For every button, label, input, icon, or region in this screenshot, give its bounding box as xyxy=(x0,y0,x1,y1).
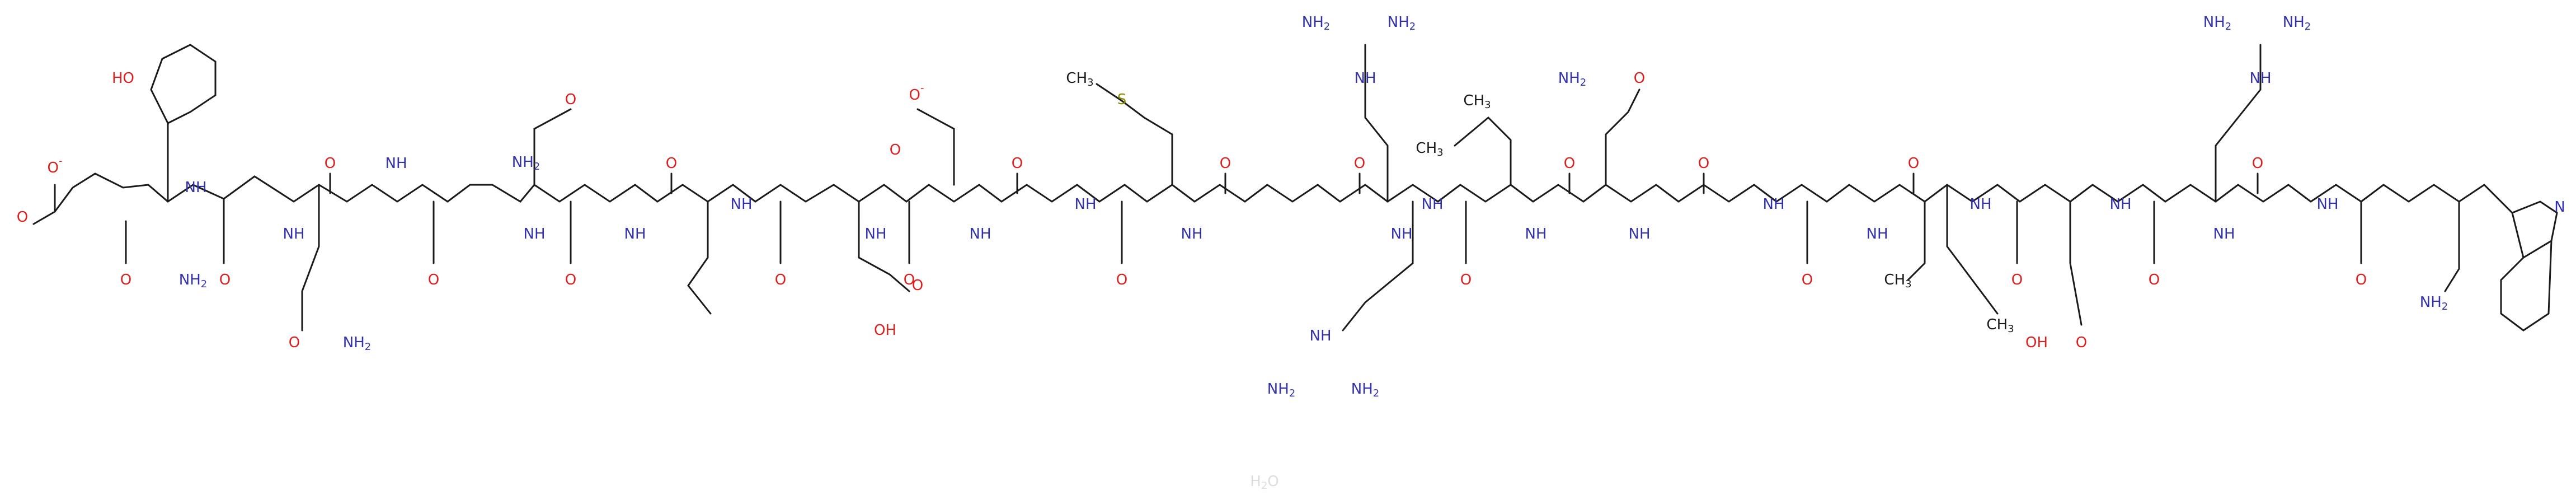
oxo-28: O xyxy=(2356,272,2367,288)
sidechain-bond xyxy=(150,44,217,203)
amine-5: NH xyxy=(386,155,407,172)
oxo-5: O xyxy=(289,334,300,351)
amine-21: NH xyxy=(1422,196,1444,213)
methyl-2: CH3 xyxy=(1416,140,1443,159)
amine-28: NH xyxy=(2110,196,2132,213)
amine-18: NH xyxy=(1310,328,1332,344)
oxo-24: O xyxy=(2011,272,2023,288)
hydroxyl-1: HO xyxy=(112,70,134,87)
hydroxyl-3: OH xyxy=(2025,334,2048,351)
sidechain-bond xyxy=(1364,44,1389,203)
methyl-4: CH3 xyxy=(1986,316,2014,335)
amine-29: NH2 xyxy=(2203,14,2231,33)
indole-ring-bond xyxy=(2500,240,2553,332)
amine-8: NH xyxy=(624,226,646,242)
oxo-26: O xyxy=(2149,272,2160,288)
sulfur-1: S xyxy=(1117,91,1127,108)
methyl-3: CH3 xyxy=(1884,272,1911,291)
sidechain-bond xyxy=(301,184,320,332)
amine-3: NH xyxy=(283,226,305,242)
oxo-21: O xyxy=(1698,155,1709,172)
amine-12: NH xyxy=(1075,196,1097,213)
methyl-1: CH3 xyxy=(1463,92,1491,111)
amine-30: NH2 xyxy=(2283,14,2311,33)
oxo-23: O xyxy=(1908,155,1919,172)
amine-22: NH xyxy=(1525,226,1547,242)
amine-27: NH xyxy=(1970,196,1992,213)
sidechain-bond xyxy=(2215,44,2262,203)
oxo-4: O xyxy=(325,155,336,172)
amine-24: NH xyxy=(1629,226,1651,242)
sidechain-bond xyxy=(1946,184,1999,315)
water: H2O xyxy=(1250,473,1278,492)
sidechain-bond xyxy=(1342,200,1414,332)
amine-6: NH xyxy=(524,226,546,242)
oxo-1: O xyxy=(17,209,28,226)
sidechain-bond xyxy=(687,200,712,315)
amine-19: NH2 xyxy=(1267,381,1295,400)
oxo-8: O xyxy=(565,272,576,288)
oxo-19: O xyxy=(1564,155,1575,172)
amine-15: NH2 xyxy=(1388,14,1416,33)
amine-31: NH xyxy=(2250,70,2272,87)
sidechain-bond xyxy=(1605,88,1640,186)
oxo-12: O xyxy=(904,272,915,288)
amine-33: NH xyxy=(2317,196,2339,213)
amine-20: NH2 xyxy=(1351,381,1379,400)
amine-13: NH xyxy=(1181,226,1203,242)
sidechain-bond xyxy=(858,200,910,292)
amine-32: NH xyxy=(2213,226,2235,242)
oxo-16: O xyxy=(1220,155,1231,172)
oxo-2: O xyxy=(120,272,131,288)
oxo-13: O xyxy=(912,277,923,294)
amine-17: NH xyxy=(1391,226,1413,242)
oxo-11: O xyxy=(890,142,901,158)
amine-11: NH xyxy=(970,226,991,242)
amine-1: NH2 xyxy=(179,272,207,291)
sidechain-bond xyxy=(1454,116,1512,186)
oxo-3: O xyxy=(219,272,231,288)
amine-2: NH xyxy=(185,179,207,196)
indole-ring-bond xyxy=(2483,184,2558,259)
sidechain-bond xyxy=(2069,200,2083,326)
backbone-bond xyxy=(32,172,2485,225)
amine-4: NH2 xyxy=(343,334,371,353)
thioether-ch3: CH3 xyxy=(1066,70,1093,89)
sidechain-bond xyxy=(1907,200,1926,281)
amine-23: NH2 xyxy=(1558,70,1586,89)
amine-16: NH xyxy=(1355,70,1376,87)
oxo-14: O xyxy=(1012,155,1023,172)
bond-layer xyxy=(32,44,2558,332)
oxo-7: O xyxy=(565,91,576,108)
amine-14: NH2 xyxy=(1302,14,1330,33)
oxo-18: O xyxy=(1460,272,1472,288)
oxo-27: O xyxy=(2252,155,2263,172)
oxo-17: O xyxy=(1354,155,1365,172)
oxo-6: O xyxy=(428,272,439,288)
amine-7: NH2 xyxy=(512,154,540,173)
oxo-15: O xyxy=(1116,272,1127,288)
amine-9: NH xyxy=(731,196,753,213)
oxo-22: O xyxy=(1802,272,1813,288)
sidechain-bond xyxy=(1096,83,1173,186)
oxo-25: O xyxy=(2076,334,2087,351)
amine-25: NH xyxy=(1763,196,1785,213)
oxo-anion-2: O- xyxy=(909,82,924,104)
hydroxyl-2: OH xyxy=(874,322,896,339)
oxo-9: O xyxy=(666,155,677,172)
amine-26: NH xyxy=(1867,226,1888,242)
amine-34: NH2 xyxy=(2420,294,2448,313)
sidechain-bond xyxy=(916,108,955,186)
oxo-20: O xyxy=(1634,70,1645,87)
indole-n: N xyxy=(2554,199,2565,216)
amine-10: NH xyxy=(865,226,887,242)
sidechain-bond xyxy=(2444,200,2460,292)
oxo-10: O xyxy=(775,272,786,288)
oxo-anion-1: O- xyxy=(48,155,63,176)
sidechain-bond xyxy=(533,108,572,186)
